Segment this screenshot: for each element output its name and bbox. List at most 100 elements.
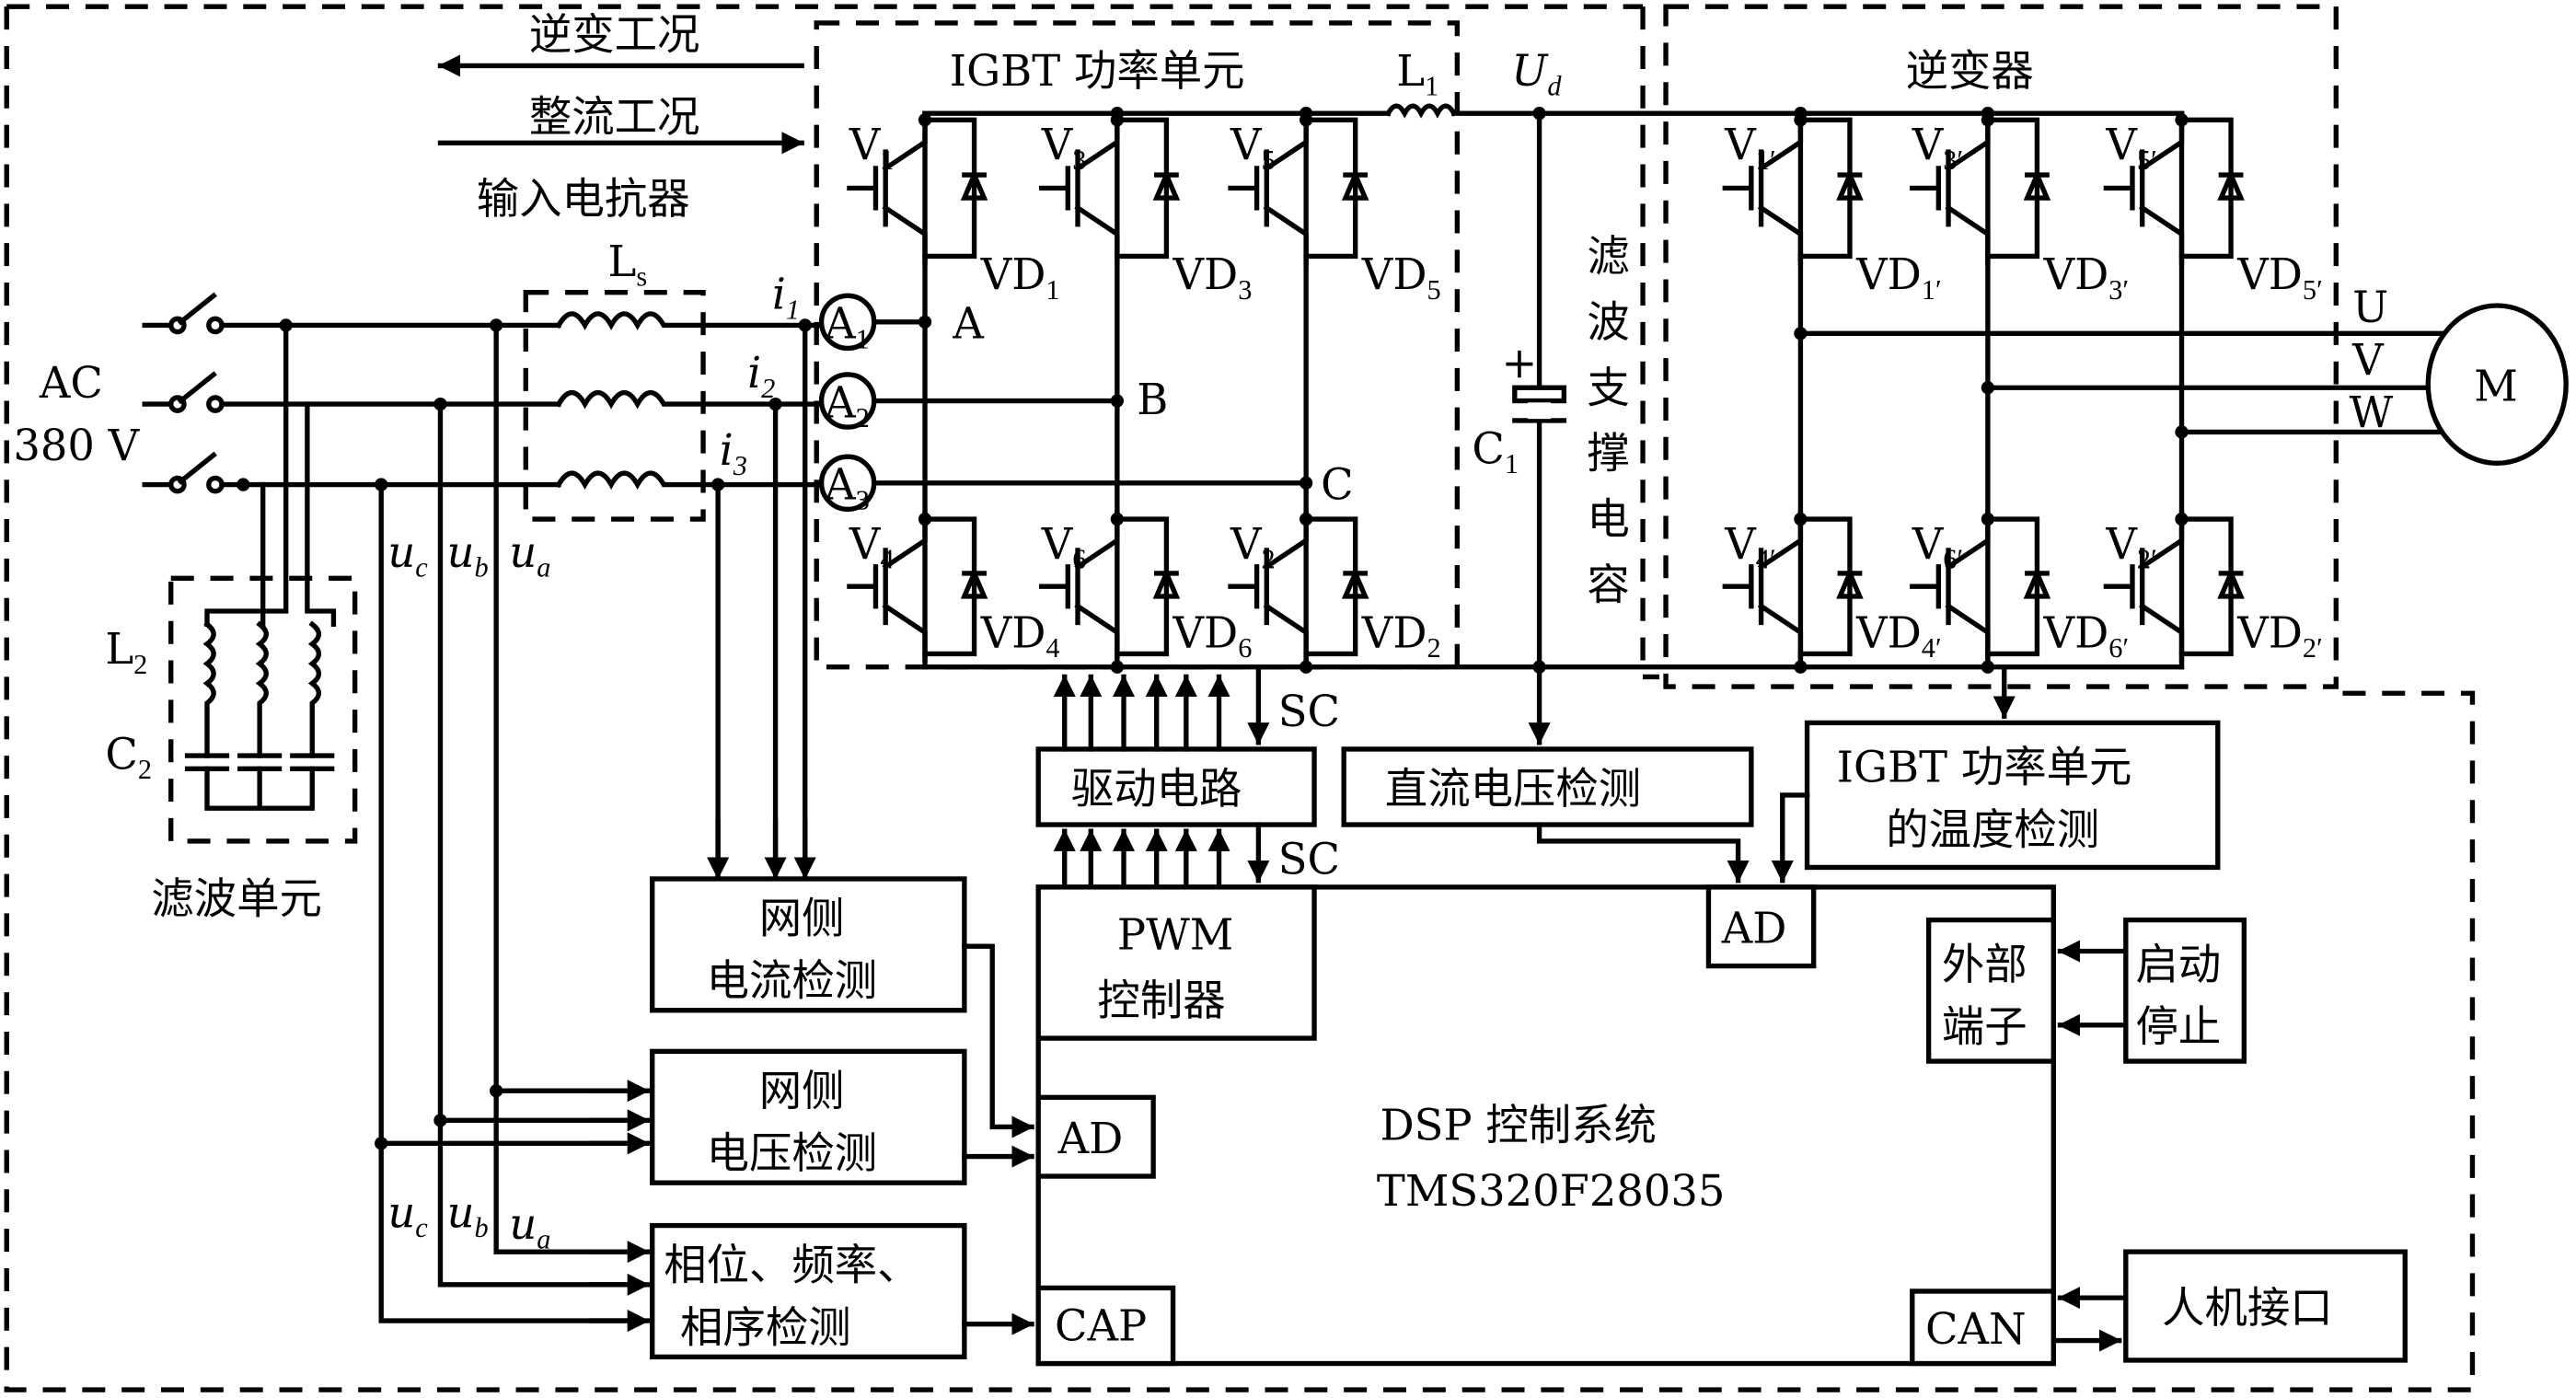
l1-label: L1 bbox=[1396, 46, 1438, 102]
svg-text:容: 容 bbox=[1587, 560, 1629, 610]
input-reactor-frame bbox=[523, 290, 706, 522]
motor-label: M bbox=[2474, 362, 2518, 411]
inv-v3-label: V4′ bbox=[1724, 519, 1775, 575]
rect-v3-diode-label: VD3 bbox=[1172, 249, 1253, 306]
rect-v5-label: V5 bbox=[1230, 120, 1276, 176]
dsp-line1: DSP 控制系统 bbox=[1380, 1101, 1657, 1150]
filter-unit-label: 滤波单元 bbox=[151, 873, 322, 923]
inv-v1-diode-label: VD3′ bbox=[2043, 249, 2130, 306]
c1-plus: + bbox=[1502, 339, 1538, 388]
rect-v4-label: V4 bbox=[849, 519, 895, 575]
igbt-unit-label: IGBT 功率单元 bbox=[950, 46, 1245, 96]
inv-v5-diode-label: VD2′ bbox=[2236, 607, 2323, 664]
uc-label-bottom: uc bbox=[387, 1187, 428, 1243]
rect-v6-label: V6 bbox=[1041, 519, 1087, 575]
inv-v5-label: V2′ bbox=[2105, 519, 2156, 575]
motor-phase-lines bbox=[1797, 330, 2454, 435]
svg-text:支: 支 bbox=[1587, 363, 1629, 412]
inv-v2-switch: V5′VD5′ bbox=[2103, 110, 2323, 306]
node-a-label: A bbox=[952, 299, 984, 349]
ad-top-label: AD bbox=[1721, 904, 1787, 953]
igbt-temp-detect-line1: IGBT 功率单元 bbox=[1837, 743, 2132, 792]
drive-circuit-label: 驱动电路 bbox=[1071, 764, 1242, 814]
temp-to-ad bbox=[1771, 792, 1810, 884]
ua-label-top: ua bbox=[509, 527, 550, 583]
ua-tap bbox=[493, 322, 641, 1254]
c2-label: C2 bbox=[105, 729, 152, 785]
inv-v2-diode-label: VD5′ bbox=[2236, 249, 2323, 306]
ub-label-bottom: ub bbox=[447, 1187, 489, 1243]
phase-b-line bbox=[142, 371, 821, 413]
inverter-label: 逆变器 bbox=[1906, 46, 2034, 96]
inverting-mode-label: 逆变工况 bbox=[529, 10, 700, 60]
node-c-label: C bbox=[1321, 460, 1354, 510]
svg-text:撑: 撑 bbox=[1587, 429, 1629, 479]
reactor-ls-label: Ls bbox=[608, 237, 648, 293]
dc-voltage-detect-label: 直流电压检测 bbox=[1385, 764, 1641, 814]
grid-current-to-ad bbox=[962, 943, 1034, 1138]
ud-label: Ud bbox=[1511, 46, 1562, 102]
inv-v3-diode-label: VD4′ bbox=[1855, 607, 1942, 664]
ext-terminal-block bbox=[1925, 917, 2056, 1064]
dsp-line2: TMS320F28035 bbox=[1377, 1166, 1726, 1216]
ad-top-block bbox=[1705, 884, 1817, 969]
ammeter-2: A2 bbox=[818, 372, 877, 433]
inv-v1-switch: V3′VD3′ bbox=[1910, 110, 2130, 306]
c1-gap bbox=[1528, 402, 1552, 420]
uc-label-top: uc bbox=[387, 527, 428, 583]
sc-label-top: SC bbox=[1278, 687, 1340, 736]
inv-v3-switch: V4′ VD4′ bbox=[1722, 510, 1942, 664]
outer-boundary-left bbox=[4, 4, 2476, 1392]
ub-label-top: ub bbox=[447, 527, 489, 583]
svg-text:A3: A3 bbox=[824, 460, 870, 516]
inv-v0-switch: V1′VD1′ bbox=[1722, 110, 1942, 306]
ammeter-outputs bbox=[872, 319, 1309, 486]
ammeter-1: A1 bbox=[818, 293, 877, 355]
phase-c-line bbox=[142, 451, 821, 494]
pwm-line2: 控制器 bbox=[1097, 976, 1225, 1025]
svg-text:A2: A2 bbox=[824, 377, 870, 433]
motor bbox=[2425, 303, 2569, 467]
phase-w-label: W bbox=[2350, 387, 2394, 437]
dc-voltage-detect-block bbox=[1341, 746, 1754, 827]
i3-label: i3 bbox=[720, 425, 747, 481]
phase-a-line bbox=[142, 292, 821, 335]
inv-v5-switch: V2′ VD2′ bbox=[2103, 510, 2323, 664]
sc-label-bottom: SC bbox=[1278, 835, 1340, 884]
filter-branches bbox=[184, 322, 337, 811]
svg-text:波: 波 bbox=[1587, 297, 1629, 347]
hmi-block bbox=[2123, 1249, 2408, 1363]
svg-text:滤: 滤 bbox=[1587, 232, 1629, 282]
phase-detect-line2: 相序检测 bbox=[680, 1302, 851, 1352]
ac-label: AC bbox=[39, 358, 103, 408]
rect-v2-label: V2 bbox=[1230, 519, 1276, 575]
ua-label-bottom: ua bbox=[509, 1199, 550, 1255]
inverter-frame bbox=[1663, 4, 2339, 689]
ext-terminal-line1: 外部 bbox=[1942, 940, 2027, 989]
inv-v4-switch: V6′VD6′ bbox=[1910, 510, 2129, 664]
phase-freq-detect-block bbox=[650, 1222, 967, 1360]
drive-circuit-block bbox=[1035, 746, 1317, 827]
ammeter-3: A3 bbox=[818, 454, 877, 516]
start-stop-line1: 启动 bbox=[2136, 940, 2222, 989]
i-sense-arrows bbox=[707, 818, 816, 880]
grid-voltage-line2: 电压检测 bbox=[707, 1128, 878, 1178]
inv-v0-diode-label: VD1′ bbox=[1855, 249, 1942, 306]
can-block bbox=[1910, 1288, 2056, 1367]
can-label: CAN bbox=[1925, 1304, 2027, 1354]
grid-current-line1: 网侧 bbox=[759, 894, 845, 943]
gate-signal-arrows bbox=[1053, 664, 1270, 890]
node-b-label: B bbox=[1137, 375, 1168, 424]
pwm-controller-block bbox=[1035, 884, 1317, 1041]
grid-voltage-line1: 网侧 bbox=[759, 1066, 845, 1115]
voltage-label: 380 V bbox=[13, 421, 140, 470]
phase-detect-line1: 相位、频率、 bbox=[664, 1240, 919, 1289]
input-reactor-label: 输入电抗器 bbox=[477, 174, 690, 224]
rectifier-legs bbox=[922, 110, 1309, 670]
c1-capacitor bbox=[1512, 385, 1567, 404]
svg-text:A1: A1 bbox=[824, 299, 870, 355]
